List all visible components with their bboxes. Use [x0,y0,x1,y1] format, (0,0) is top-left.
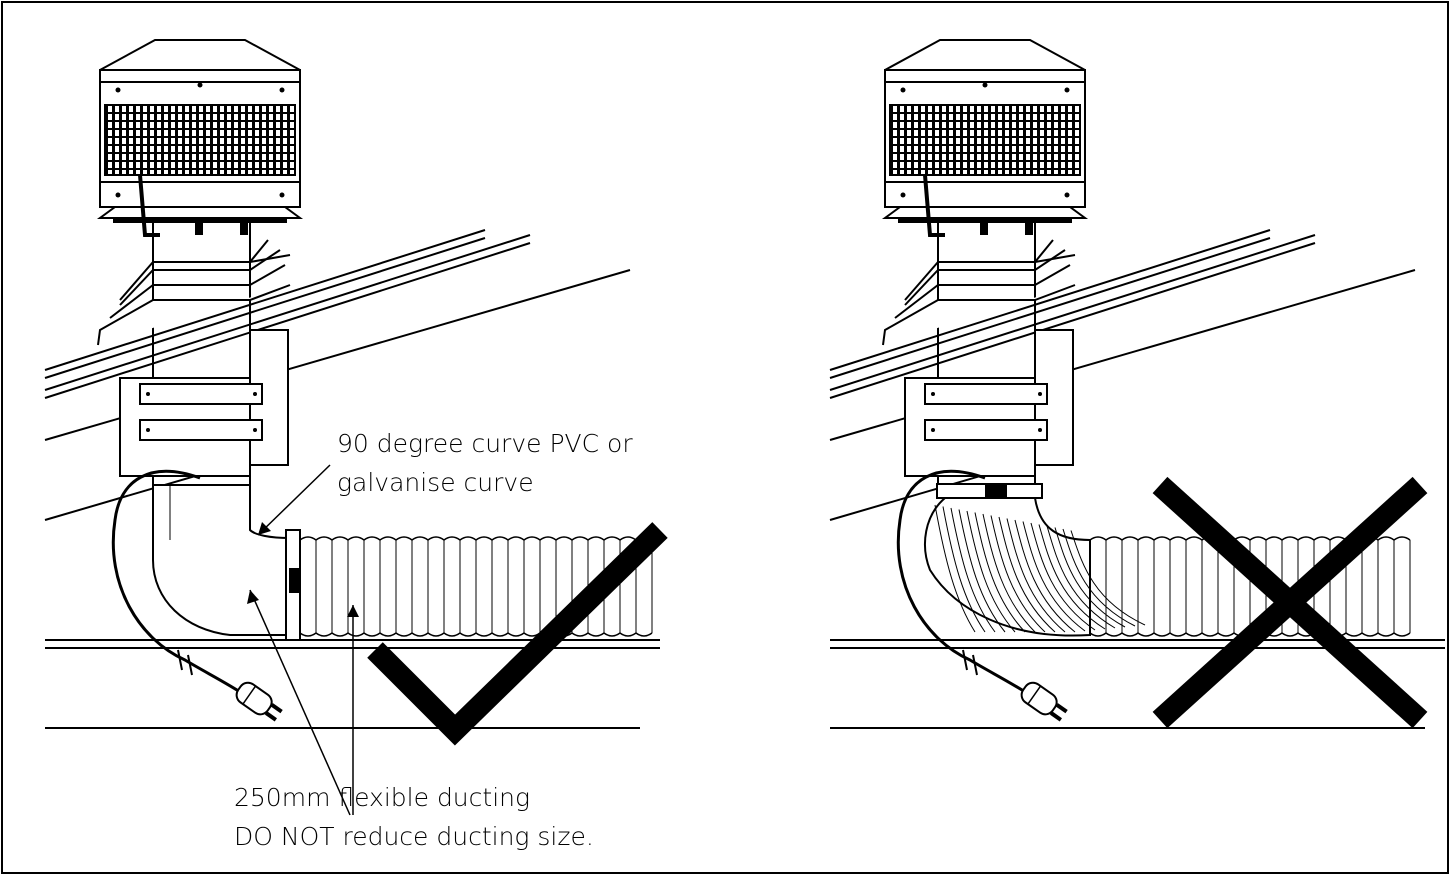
x-mark-icon [1152,476,1428,729]
ducting-warning-bold: DO NOT [234,822,335,851]
incorrect-installation-panel [828,38,1447,730]
curve-bottom-leader-arrow [249,589,351,816]
curve-label-line2: galvanise curve [337,468,534,497]
ducting-label-line1: 250mm flexible ducting [234,783,530,812]
curve-label-line1: 90 degree curve PVC or [337,429,633,458]
curve-leader-arrow [257,464,331,536]
flexible-ducting [299,536,653,637]
ducting-warning: DO NOT reduce ducting size. [234,822,594,851]
correct-installation-panel: 90 degree curve PVC or galvanise curve 2… [43,38,668,851]
check-mark-icon [367,522,668,746]
ducting-warning-rest: reduce ducting size. [335,822,594,851]
